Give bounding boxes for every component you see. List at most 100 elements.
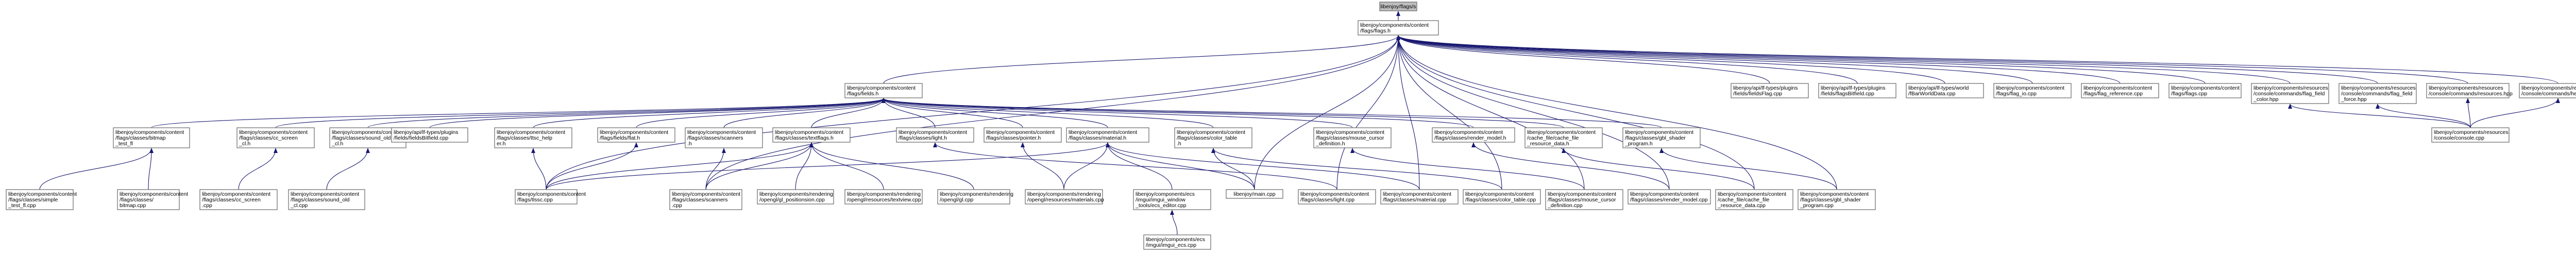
graph-node-fields-h[interactable]: libenjoy/components/content/flags/fields… — [844, 83, 923, 98]
node-box — [1380, 189, 1459, 205]
graph-node-res-console[interactable]: libenjoy/components/resources/console/co… — [2426, 83, 2513, 98]
graph-node-rendering1[interactable]: libenjoy/components/rendering/opengl/gl_… — [757, 189, 834, 205]
graph-node-material-cpp[interactable]: libenjoy/components/content/flags/classe… — [1380, 189, 1459, 205]
graph-node-res-help[interactable]: libenjoy/components/resources/console/co… — [2519, 83, 2576, 98]
node-label-line: libenjoy/components/content — [986, 129, 1055, 135]
node-label-line: /flags/classes/textflags.h — [775, 135, 834, 141]
node-label-line: libenjoy/components/content — [1177, 129, 1245, 135]
graph-node-bitmap-cpp[interactable]: libenjoy/components/content/flags/classe… — [117, 189, 188, 210]
node-label-line: libenjoy/main.cpp — [1233, 191, 1275, 197]
graph-node-render-model[interactable]: libenjoy/components/content/flags/classe… — [1432, 127, 1515, 143]
graph-node-flag-io[interactable]: libenjoy/components/content/flags/flag_i… — [1993, 83, 2072, 98]
graph-node-light-cpp[interactable]: libenjoy/components/content/flags/classe… — [1298, 189, 1376, 205]
graph-node-console-cpp[interactable]: libenjoy/components/resources/console/co… — [2431, 127, 2510, 143]
graph-node-tlssc-cpp[interactable]: libenjoy/components/content/flags/tlssc.… — [515, 189, 586, 205]
node-label-line: /flags/classes/cc_screen — [239, 135, 298, 141]
node-box — [1993, 83, 2072, 98]
graph-node-cache-file[interactable]: libenjoy/components/content/cache_file/c… — [1524, 127, 1603, 148]
graph-node-mouse-cursor-cpp[interactable]: libenjoy/components/content/flags/classe… — [1545, 189, 1623, 210]
graph-node-bitmap-pt-cpp[interactable]: libenjoy/components/content/flags/classe… — [6, 189, 77, 210]
node-label-line: _cl.h — [331, 141, 343, 147]
edge-tlssc-cpp-to-material-h — [546, 142, 1110, 190]
graph-node-mouse-cursor[interactable]: libenjoy/components/content/flags/classe… — [1313, 127, 1392, 148]
node-label-line: _color.hpp — [2253, 96, 2279, 103]
graph-node-rendering3[interactable]: libenjoy/components/rendering/opengl/gl.… — [937, 189, 1013, 205]
node-box — [1545, 189, 1623, 210]
graph-node-flag-ref[interactable]: libenjoy/components/content/flags/flag_r… — [2081, 83, 2159, 98]
node-label-line: libenjoy/components/content — [8, 191, 77, 197]
graph-node-plugins-field[interactable]: libenjoy/api/lf-types/plugins/fields/fie… — [391, 127, 468, 143]
node-label-line: /flags/classes/material.cpp — [1383, 197, 1446, 203]
graph-node-flags-h[interactable]: libenjoy/components/content/flags/flags.… — [1358, 20, 1439, 36]
node-box — [1628, 189, 1711, 205]
edge-plugins-flag-to-flags-h — [1396, 35, 1858, 84]
node-box — [597, 127, 675, 143]
graph-node-flags-cpp[interactable]: libenjoy/components/content/flags/flags.… — [2168, 83, 2242, 98]
graph-node-material-h[interactable]: libenjoy/components/content/flags/classe… — [1066, 127, 1149, 143]
graph-node-render-model-cpp[interactable]: libenjoy/components/content/flags/classe… — [1628, 189, 1711, 205]
node-label-line: /flags/tlssc.cpp — [517, 197, 553, 203]
node-label-line: libenjoy/api/lf-types/plugins — [1821, 85, 1886, 91]
edge-mouse-cursor-cpp-to-mouse-cursor — [1350, 148, 1585, 190]
graph-node-tlssc[interactable]: libenjoy/components/content/flags/classe… — [494, 127, 572, 148]
node-label-line: libenjoy/components/resources — [2434, 129, 2509, 135]
graph-node-res-cmd-list[interactable]: libenjoy/components/resources/console/co… — [2338, 83, 2417, 104]
graph-node-color-table-cpp[interactable]: libenjoy/components/content/flags/classe… — [1463, 189, 1541, 205]
node-label-line: /flags/flag_io.cpp — [1996, 91, 2037, 97]
graph-node-pointer-h[interactable]: libenjoy/components/content/flags/classe… — [984, 127, 1062, 143]
graph-node-main-cpp[interactable]: libenjoy/main.cpp — [1226, 189, 1283, 199]
node-box — [937, 189, 1010, 205]
graph-node-color-table[interactable]: libenjoy/components/content/flags/classe… — [1174, 127, 1252, 148]
graph-node-imgui-cpp[interactable]: libenjoy/components/ecs/imgui/imgui_ecs.… — [1143, 234, 1211, 250]
node-label-line: /flags/classes/bitmap — [115, 135, 166, 141]
graph-node-flags-flat[interactable]: libenjoy/components/content/flags/fields… — [597, 127, 675, 143]
graph-node-cache-file-cpp[interactable]: libenjoy/components/content/cache_file/c… — [1715, 189, 1793, 210]
node-box — [117, 189, 180, 210]
node-label-line: .cpp — [672, 202, 682, 209]
graph-node-fields-cpp[interactable]: libenjoy/api/lf-types/plugins/fields/fie… — [1731, 83, 1809, 98]
edge-res-cmd-list-to-flags-h — [1396, 35, 2378, 84]
graph-node-gbl-shader-cpp[interactable]: libenjoy/components/content/flags/classe… — [1798, 189, 1876, 210]
graph-node-gbl-shader[interactable]: libenjoy/components/content/flags/classe… — [1622, 127, 1701, 148]
graph-node-rendering4[interactable]: libenjoy/components/rendering/opengl/res… — [1025, 189, 1104, 205]
graph-node-res-cmd-flag[interactable]: libenjoy/components/resources/console/co… — [2251, 83, 2329, 104]
node-box — [669, 189, 742, 210]
graph-node-textflags[interactable]: libenjoy/components/content/flags/classe… — [772, 127, 851, 143]
edge-rendering4-to-material-h — [1063, 142, 1110, 190]
graph-node-light-h[interactable]: libenjoy/components/content/flags/classe… — [896, 127, 974, 143]
node-label-line: bitmap.cpp — [120, 202, 146, 209]
graph-node-sound-old-cpp[interactable]: libenjoy/components/content/flags/classe… — [288, 189, 365, 210]
graph-node-scanners-cpp[interactable]: libenjoy/components/content/flags/classe… — [669, 189, 742, 210]
edge-mouse-cursor-cpp-to-flags-h — [1396, 35, 1585, 190]
edge-light-cpp-to-light-h — [933, 142, 1337, 190]
node-box — [1174, 127, 1252, 148]
node-label-line: libenjoy/components/content — [1360, 22, 1429, 28]
node-label-line: /flags/classes/render_model.h — [1434, 135, 1506, 141]
edge-render-model-cpp-to-flags-h — [1396, 35, 1670, 190]
node-box — [757, 189, 834, 205]
edge-rendering1-to-textflags — [795, 142, 814, 190]
graph-node-window-tools[interactable]: libenjoy/components/ecs/imgui/imgui_wind… — [1133, 189, 1211, 210]
node-box — [1298, 189, 1376, 205]
node-label-line: libenjoy/components/content — [1630, 191, 1699, 197]
node-label-line: libenjoy/components/rendering — [847, 191, 921, 197]
node-label-line: _cl.h — [239, 141, 250, 147]
node-box — [1731, 83, 1809, 98]
node-label-line: libenjoy/components/content — [1625, 129, 1693, 135]
edge-render-model-cpp-to-render-model — [1471, 142, 1670, 190]
graph-node-rendering2[interactable]: libenjoy/components/rendering/opengl/res… — [844, 189, 923, 205]
graph-node-cc-screen[interactable]: libenjoy/components/content/flags/classe… — [236, 127, 315, 148]
node-label-line: /flags/flags.cpp — [2171, 91, 2207, 97]
node-label-line: libenjoy/components/rendering — [1027, 191, 1101, 197]
edge-window-tools-to-material-h — [1106, 142, 1173, 190]
graph-node-bitmap-pt[interactable]: libenjoy/components/content/flags/classe… — [113, 127, 190, 148]
graph-node-scanners[interactable]: libenjoy/components/content/flags/classe… — [685, 127, 763, 148]
node-label-line: libenjoy/components/ecs — [1136, 191, 1195, 197]
node-label-line: libenjoy/components/content — [1996, 85, 2064, 91]
graph-node-root[interactable]: libenjoy/flags/s — [1379, 2, 1417, 11]
graph-node-plugins-flag[interactable]: libenjoy/api/lf-types/plugins/fields/fla… — [1818, 83, 1896, 98]
graph-node-cc-screen-cpp[interactable]: libenjoy/components/content/flags/classe… — [199, 189, 278, 210]
node-label-line: libenjoy/components/content — [1316, 129, 1384, 135]
edge-pointer-h-to-fields-h — [882, 98, 1023, 128]
graph-node-plugins-world[interactable]: libenjoy/api/lf-types/world/fBarWorldDat… — [1906, 83, 1984, 98]
